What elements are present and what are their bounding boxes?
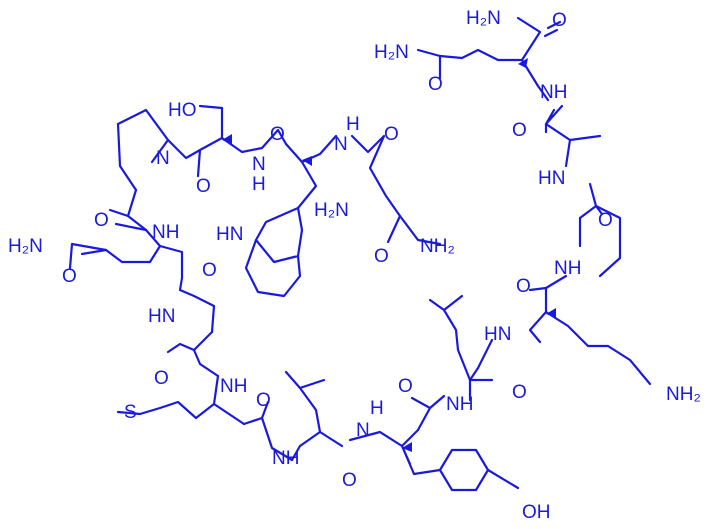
label-hn-lys: HN (484, 324, 511, 345)
label-h-tyr: H (370, 398, 384, 419)
label-h2n-asn: H₂N (314, 200, 349, 221)
label-ho: HO (168, 100, 197, 121)
label-nh-pro: NH (152, 222, 179, 243)
stereo-wedges (222, 58, 556, 452)
label-o-ala1: O (154, 368, 169, 389)
label-o-top: O (552, 10, 567, 31)
label-n-trp: N (334, 134, 348, 155)
label-o-gly: O (598, 210, 613, 231)
label-n-tyr: N (356, 420, 370, 441)
label-o-pro: O (94, 210, 109, 231)
label-o-thr: O (196, 176, 211, 197)
label-o-leu1: O (342, 470, 357, 491)
bond-lines (68, 16, 652, 492)
label-nh-1: NH (540, 82, 567, 103)
label-nh-leu2: NH (446, 394, 473, 415)
label-o-tyr: O (398, 376, 413, 397)
label-nh2-lys: NH₂ (666, 384, 701, 405)
label-hn-ala1: HN (148, 306, 175, 327)
label-o-gln1b: O (202, 260, 217, 281)
label-hn-gly: HN (538, 168, 565, 189)
label-nh-lys: NH (554, 258, 581, 279)
label-h2n-gln2: H₂N (374, 42, 409, 63)
label-h-trp: H (346, 114, 360, 135)
label-o-lys-b: O (516, 276, 531, 297)
label-s-met: S (124, 402, 137, 423)
label-h2n-gln1: H₂N (8, 236, 43, 257)
label-h2n-top: H₂N (466, 8, 501, 29)
label-o-leu2: O (512, 382, 527, 403)
label-o-lys: O (62, 266, 77, 287)
label-o-trp: O (270, 124, 285, 145)
label-hn-indole: HN (216, 224, 243, 245)
label-nh-leu1: NH (272, 448, 299, 469)
label-o-asn: O (384, 124, 399, 145)
label-h-thr: H (252, 174, 266, 195)
label-n-thr: N (252, 154, 266, 175)
label-o-ala2: O (512, 120, 527, 141)
label-o-gln1: O (374, 246, 389, 267)
atom-labels: H₂N O H₂N NH O HO O HN O N H O N O N H H… (8, 8, 701, 523)
label-oh-tyr: OH (522, 502, 551, 523)
label-nh2-asn: NH₂ (420, 236, 455, 257)
label-o-gln2: O (428, 74, 443, 95)
label-nh-ala1: NH (220, 376, 247, 397)
label-o-met: O (256, 390, 271, 411)
label-n-pro: N (156, 148, 170, 169)
